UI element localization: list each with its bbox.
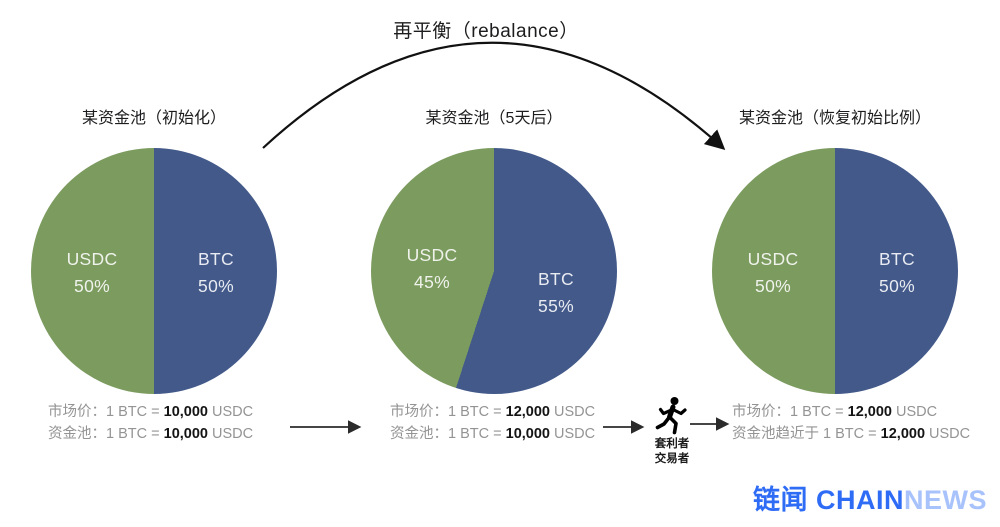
caption-line-market: 市场价：1 BTC = 12,000 USDC <box>732 404 938 420</box>
arrow-arbitrageur-to-right-icon <box>690 417 730 431</box>
caption-line-market: 市场价：1 BTC = 12,000 USDC <box>390 404 596 420</box>
pie-title-5-days: 某资金池（5天后） <box>425 110 563 127</box>
arrow-middle-to-arbitrageur-icon <box>603 420 645 434</box>
caption-line-pool: 资金池：1 BTC = 10,000 USDC <box>48 425 254 442</box>
logo-news: NEWS <box>904 485 988 515</box>
pie-title-restored: 某资金池（恢复初始比例） <box>738 110 931 127</box>
caption-initial: 市场价：1 BTC = 10,000 USDC 资金池：1 BTC = 10,0… <box>48 402 253 445</box>
caption-line-pool: 资金池：1 BTC = 10,000 USDC <box>390 425 596 442</box>
rebalance-arc-arrow-icon <box>262 41 726 150</box>
arbitrageur-label: 套利者 交易者 <box>654 438 690 465</box>
caption-line-market: 市场价：1 BTC = 10,000 USDC <box>48 404 254 420</box>
caption-restored: 市场价：1 BTC = 12,000 USDC 资金池趋近于 1 BTC = 1… <box>732 402 970 445</box>
runner-icon <box>655 397 687 435</box>
arrow-left-to-middle-icon <box>290 420 362 434</box>
caption-line-pool: 资金池趋近于 1 BTC = 12,000 USDC <box>732 425 971 442</box>
caption-5-days: 市场价：1 BTC = 12,000 USDC 资金池：1 BTC = 10,0… <box>390 402 595 445</box>
diagram-title: 再平衡（rebalance） <box>393 21 579 42</box>
pie-title-initial: 某资金池（初始化） <box>81 110 226 127</box>
logo-zh: 链闻 <box>753 485 817 515</box>
logo-chain: CHAIN <box>816 485 905 515</box>
chainnews-logo: 链闻 CHAINNEWS <box>753 478 987 517</box>
